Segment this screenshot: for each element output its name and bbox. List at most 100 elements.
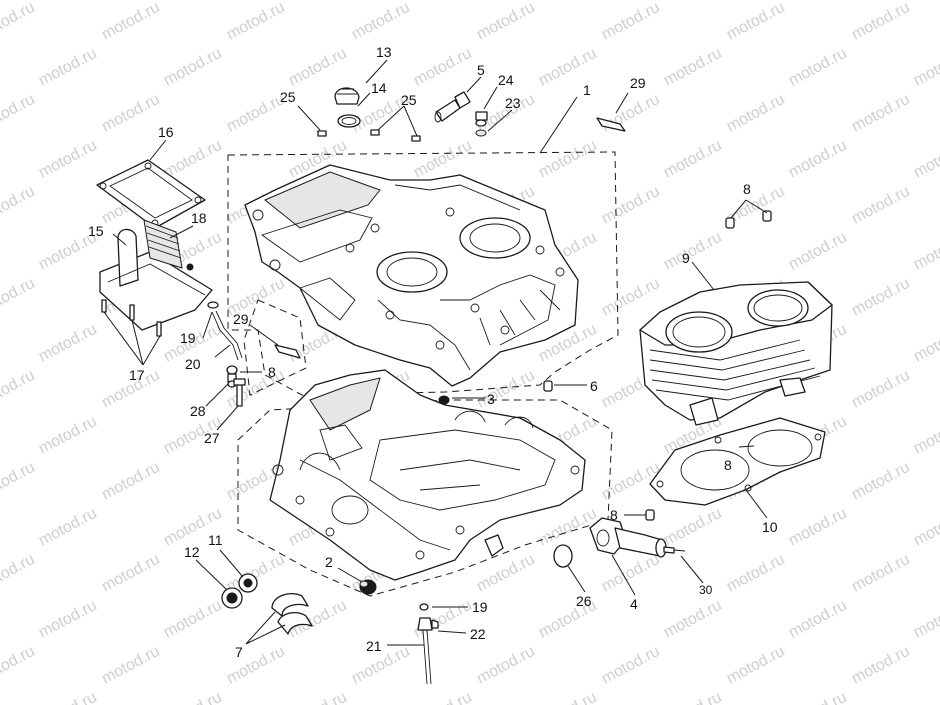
watermark-text: motod.ru: [474, 551, 538, 596]
watermark-text: motod.ru: [536, 689, 600, 705]
breather-union: [434, 91, 471, 123]
watermark-text: motod.ru: [786, 597, 850, 642]
callout-23: 23: [505, 95, 521, 111]
watermark-text: motod.ru: [661, 137, 725, 182]
watermark-text: motod.ru: [849, 551, 913, 596]
watermark-text: motod.ru: [849, 275, 913, 320]
callout-25-right: 25: [401, 92, 417, 108]
callout-16: 16: [158, 124, 174, 140]
watermark-text: motod.ru: [911, 689, 940, 705]
union-bolt: [475, 111, 488, 137]
watermark-text: motod.ru: [99, 643, 163, 688]
watermark-text: motod.ru: [286, 45, 350, 90]
watermark-text: motod.ru: [724, 643, 788, 688]
watermark-text: motod.ru: [0, 643, 38, 688]
watermark-text: motod.ru: [599, 0, 663, 44]
watermark-text: motod.ru: [786, 689, 850, 705]
watermark-text: motod.ru: [661, 45, 725, 90]
callout-4: 4: [630, 596, 638, 612]
lower-crankcase: [269, 369, 586, 581]
upper-crankcase: [244, 164, 579, 387]
watermark-text: motod.ru: [224, 643, 288, 688]
watermark-text: motod.ru: [36, 45, 100, 90]
blanking-plate-top: [596, 117, 626, 132]
callout-11: 11: [208, 532, 223, 548]
watermark-text: motod.ru: [411, 689, 475, 705]
watermark-text: motod.ru: [411, 45, 475, 90]
watermark-text: motod.ru: [661, 505, 725, 550]
watermark-text: motod.ru: [0, 275, 38, 320]
callout-7: 7: [235, 644, 243, 660]
callout-5: 5: [477, 62, 485, 78]
callout-18: 18: [191, 210, 207, 226]
callout-29-left: 29: [233, 311, 249, 327]
callout-8-elbow: 8: [610, 507, 618, 523]
watermark-text: motod.ru: [474, 643, 538, 688]
watermark-text: motod.ru: [161, 689, 225, 705]
watermark-text: motod.ru: [536, 137, 600, 182]
watermark-text: motod.ru: [786, 229, 850, 274]
watermark-text: motod.ru: [0, 183, 38, 228]
watermark-text: motod.ru: [224, 0, 288, 44]
breather-housing: [99, 219, 213, 331]
callout-17: 17: [129, 367, 145, 383]
watermark-text: motod.ru: [0, 459, 38, 504]
breather-gasket: [96, 159, 206, 229]
callout-21: 21: [366, 638, 382, 654]
callout-19-bottom: 19: [472, 599, 488, 615]
watermark-text: motod.ru: [786, 137, 850, 182]
watermark-text: motod.ru: [911, 229, 940, 274]
callout-30: 30: [699, 583, 713, 597]
o-ring: [553, 544, 573, 568]
filler-cap: [334, 87, 360, 105]
watermark-text: motod.ru: [849, 367, 913, 412]
cylinder-block: [639, 281, 833, 426]
watermark-text: motod.ru: [849, 183, 913, 228]
callout-15: 15: [88, 223, 104, 239]
watermark-text: motod.ru: [599, 551, 663, 596]
watermark-text: motod.ru: [911, 137, 940, 182]
watermark-text: motod.ru: [474, 367, 538, 412]
callout-6: 6: [590, 378, 598, 394]
callout-8-top: 8: [743, 181, 751, 197]
cylinder-gasket: [649, 417, 826, 506]
watermark-text: motod.ru: [661, 597, 725, 642]
watermark-text: motod.ru: [161, 137, 225, 182]
watermark-text: motod.ru: [0, 91, 38, 136]
watermark-text: motod.ru: [724, 91, 788, 136]
watermark-text: motod.ru: [911, 321, 940, 366]
breather-pipe: [207, 301, 243, 361]
crank-seals: [221, 573, 258, 609]
oil-drain-plug: [359, 579, 377, 595]
watermark-text: motod.ru: [349, 0, 413, 44]
watermark-text: motod.ru: [36, 597, 100, 642]
callout-3: 3: [487, 391, 495, 407]
watermark-text: motod.ru: [599, 91, 663, 136]
watermark-text: motod.ru: [411, 137, 475, 182]
watermark-text: motod.ru: [786, 45, 850, 90]
upper-crankcase-boundary: [227, 151, 619, 396]
callout-8-gasket: 8: [724, 457, 732, 473]
watermark-text: motod.ru: [161, 45, 225, 90]
oil-feed-pipe: [417, 603, 439, 685]
watermark-text: motod.ru: [911, 597, 940, 642]
callout-20: 20: [185, 356, 201, 372]
cover-bolts: [317, 129, 421, 142]
watermark-text: motod.ru: [99, 91, 163, 136]
watermark-text: motod.ru: [849, 643, 913, 688]
watermark-text: motod.ru: [36, 137, 100, 182]
watermark-text: motod.ru: [36, 321, 100, 366]
watermark-text: motod.ru: [911, 505, 940, 550]
callout-29-top: 29: [630, 75, 646, 91]
watermark-text: motod.ru: [849, 0, 913, 44]
watermark-text: motod.ru: [724, 551, 788, 596]
callout-27: 27: [204, 430, 220, 446]
blanking-plate-left: [274, 344, 301, 359]
watermark-text: motod.ru: [599, 643, 663, 688]
watermark-text: motod.ru: [849, 459, 913, 504]
callout-1: 1: [583, 82, 591, 98]
bearing-shells: [271, 593, 313, 635]
watermark-text: motod.ru: [911, 413, 940, 458]
callout-2: 2: [325, 554, 333, 570]
